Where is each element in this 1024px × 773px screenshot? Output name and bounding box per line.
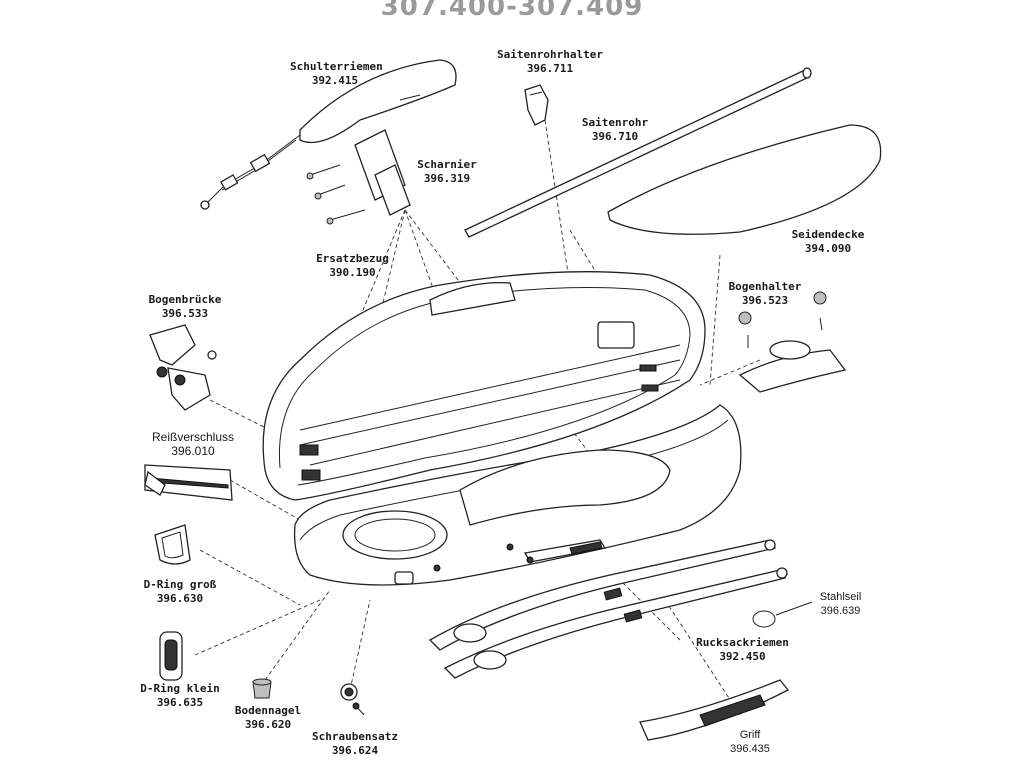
part-name: D-Ring klein (140, 682, 220, 695)
page-title: 307.400-307.409 (380, 0, 644, 22)
part-number: 396.523 (741, 294, 789, 307)
d-ring-gross-drawing (154, 524, 191, 565)
part-name: Bogenhalter (728, 280, 802, 293)
part-name: Ersatzbezug (316, 252, 389, 265)
schulterriemen-drawing (200, 59, 457, 210)
label-reissverschluss: Reißverschluss 396.010 (138, 430, 248, 458)
part-name: Rucksackriemen (696, 636, 789, 649)
part-number: 392.450 (719, 650, 766, 663)
part-number: 396.435 (730, 743, 770, 755)
part-number: 396.624 (331, 744, 379, 757)
case-lid-drawing (262, 271, 706, 501)
label-schraubensatz: Schraubensatz 396.624 (305, 730, 405, 758)
label-griff: Griff 396.435 (720, 728, 780, 756)
part-number: 396.639 (820, 605, 861, 617)
saitenrohr-drawing (464, 67, 812, 238)
schraubensatz-drawing (340, 683, 365, 716)
part-number: 396.630 (156, 592, 204, 605)
part-name: Bogenbrücke (148, 293, 222, 306)
part-number: 396.635 (156, 696, 204, 709)
part-name: Bodennagel (234, 704, 302, 717)
label-stahlseil: Stahlseil 396.639 (808, 590, 873, 618)
label-d-ring-gross: D-Ring groß 396.630 (130, 578, 230, 606)
part-number: 396.620 (244, 718, 292, 731)
part-number: 394.090 (804, 242, 852, 255)
label-seidendecke: Seidendecke 394.090 (783, 228, 873, 256)
part-name: Schulterriemen (290, 60, 383, 73)
part-number: 392.415 (311, 74, 359, 87)
part-name: Saitenrohrhalter (497, 48, 603, 61)
label-schulterriemen: Schulterriemen 392.415 (290, 60, 383, 88)
bogenbruecke-drawing (149, 324, 217, 411)
label-ersatzbezug: Ersatzbezug 390.190 (310, 252, 395, 280)
stahlseil-drawing (752, 601, 813, 628)
part-number: 390.190 (329, 266, 376, 279)
griff-drawing (639, 679, 790, 741)
label-saitenrohrhalter: Saitenrohrhalter 396.711 (495, 48, 605, 76)
part-name: Scharnier (417, 158, 477, 171)
part-number: 396.533 (161, 307, 209, 320)
label-scharnier: Scharnier 396.319 (412, 158, 482, 186)
part-name: Seidendecke (791, 228, 865, 241)
label-bodennagel: Bodennagel 396.620 (228, 704, 308, 732)
reissverschluss-drawing (144, 464, 233, 501)
label-rucksackriemen: Rucksackriemen 392.450 (690, 636, 795, 664)
case-bottom-drawing (293, 404, 742, 586)
label-bogenhalter: Bogenhalter 396.523 (720, 280, 810, 308)
part-number: 396.319 (423, 172, 471, 185)
part-name: Schraubensatz (311, 730, 399, 743)
label-saitenrohr: Saitenrohr 396.710 (575, 116, 655, 144)
part-name: Stahlseil (819, 591, 862, 603)
part-name: Griff (739, 729, 761, 741)
seidendecke-drawing (607, 124, 882, 235)
part-name: Saitenrohr (581, 116, 649, 129)
label-d-ring-klein: D-Ring klein 396.635 (130, 682, 230, 710)
bodennagel-drawing (252, 678, 272, 699)
bogenhalter-drawing (738, 291, 847, 393)
part-number: 396.010 (171, 444, 215, 458)
saitenrohrhalter-drawing (524, 84, 549, 126)
rucksackriemen-drawing (428, 539, 788, 679)
scharnier-drawing (306, 129, 411, 225)
part-name: Reißverschluss (151, 430, 235, 444)
part-name: D-Ring groß (143, 578, 217, 591)
part-number: 396.710 (591, 130, 639, 143)
d-ring-klein-drawing (159, 631, 183, 681)
part-number: 396.711 (526, 62, 574, 75)
label-bogenbruecke: Bogenbrücke 396.533 (140, 293, 230, 321)
